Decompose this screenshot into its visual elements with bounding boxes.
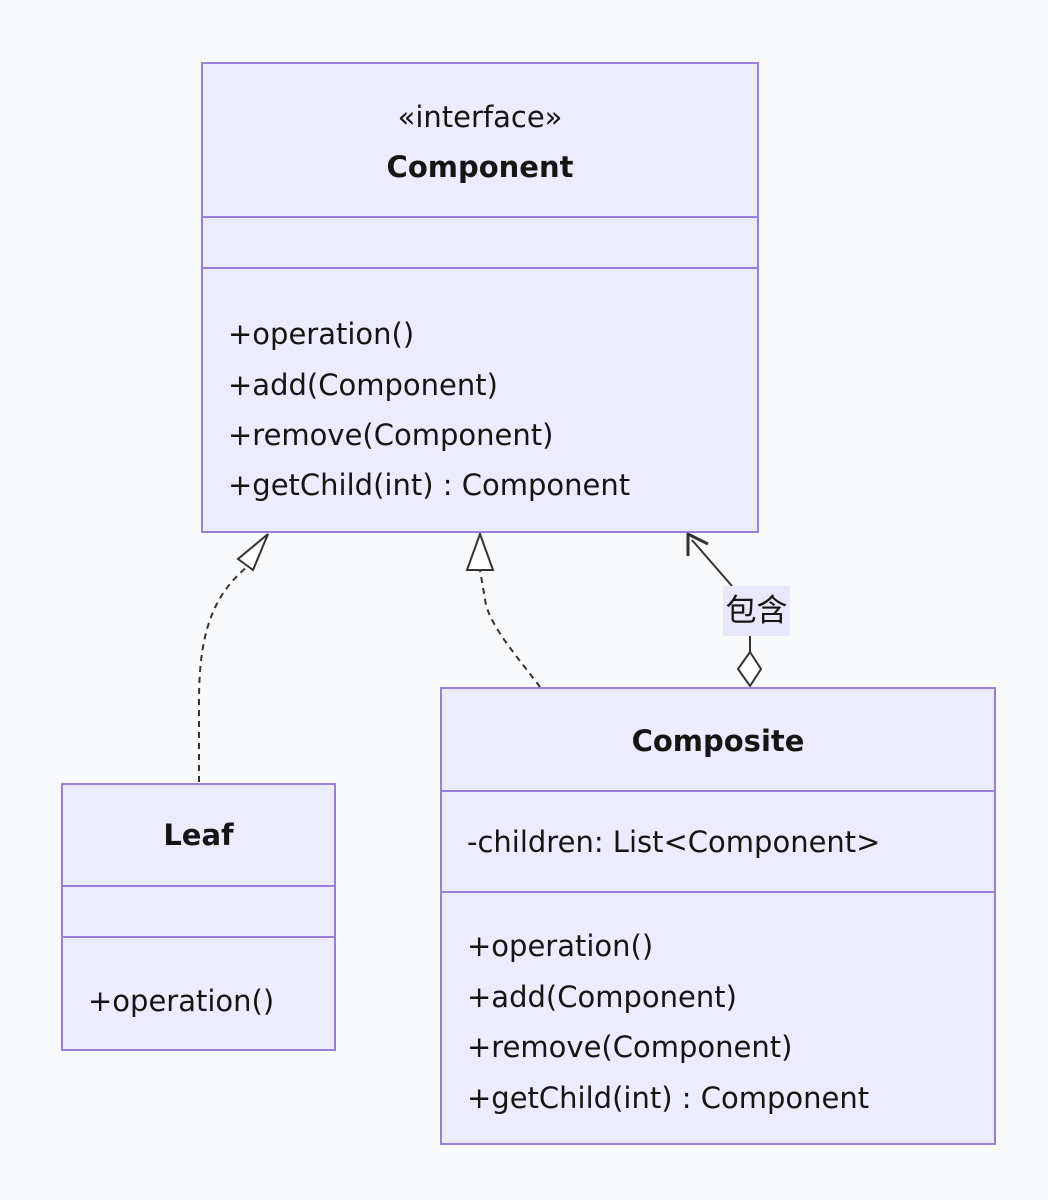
composite-header: Composite [442, 689, 994, 790]
composite-realization-edge [479, 569, 541, 688]
component-header: «interface» Component [203, 64, 757, 216]
leaf-header: Leaf [63, 785, 334, 885]
leaf-name: Leaf [163, 818, 234, 852]
component-method: +remove(Component) [228, 418, 554, 452]
composite-attribute: -children: List<Component> [467, 825, 881, 859]
composite-realization-arrowhead [465, 531, 495, 571]
class-composite[interactable]: Composite -children: List<Component> +op… [440, 687, 996, 1145]
leaf-attributes [63, 885, 334, 936]
aggregation-diamond [736, 650, 763, 688]
component-method: +getChild(int) : Component [228, 468, 631, 502]
class-leaf[interactable]: Leaf +operation() [61, 783, 336, 1051]
component-methods: +operation() +add(Component) +remove(Com… [203, 267, 757, 531]
composite-attributes: -children: List<Component> [442, 790, 994, 891]
aggregation-edge [691, 539, 751, 652]
composite-name: Composite [631, 724, 805, 758]
leaf-realization-arrowhead [236, 533, 269, 572]
composite-method: +add(Component) [467, 980, 737, 1014]
composite-methods: +operation() +add(Component) +remove(Com… [442, 891, 994, 1143]
composite-method: +remove(Component) [467, 1030, 793, 1064]
leaf-method: +operation() [88, 984, 275, 1018]
composite-method: +operation() [467, 929, 654, 963]
aggregation-label: 包含 [723, 586, 790, 636]
component-method: +add(Component) [228, 368, 498, 402]
composite-method: +getChild(int) : Component [467, 1081, 870, 1115]
aggregation-arrowhead [686, 531, 709, 556]
component-attributes [203, 216, 757, 267]
leaf-methods: +operation() [63, 936, 334, 1049]
component-name: Component [386, 150, 574, 184]
component-stereotype: «interface» [397, 100, 563, 134]
class-component[interactable]: «interface» Component +operation() +add(… [201, 62, 759, 533]
component-method: +operation() [228, 317, 415, 351]
leaf-realization-edge [198, 565, 249, 782]
